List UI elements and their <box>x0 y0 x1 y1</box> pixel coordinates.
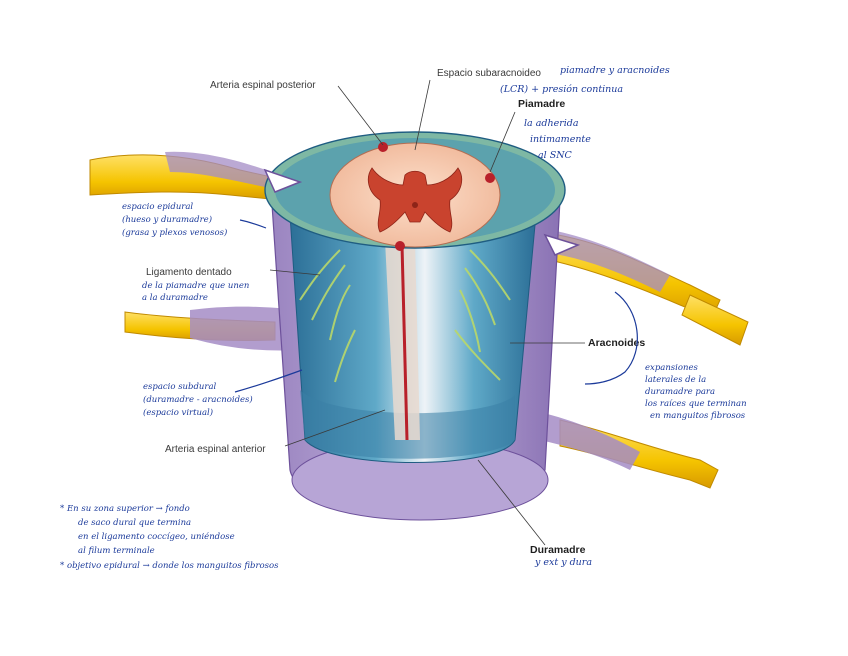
note-ligamento-1: de la piamadre que unen <box>142 281 249 291</box>
note-epidural-2: (hueso y duramadre) <box>122 214 212 225</box>
note-bottom-3: en el ligamento coccígeo, uniéndose <box>78 531 235 542</box>
label-arteria-espinal-posterior: Arteria espinal posterior <box>210 80 316 91</box>
posterior-spinal-artery-left-dot <box>378 142 388 152</box>
note-piamadre-3: al SNC <box>538 150 573 161</box>
note-bottom-5: * objetivo epidural → donde los manguito… <box>60 561 279 571</box>
anterior-spinal-artery-dot <box>395 241 405 251</box>
nerve-root-lower-left <box>124 306 300 351</box>
ink-expansiones-brace <box>584 291 638 385</box>
leader-subaracnoideo <box>414 79 431 151</box>
note-duramadre: y ext y dura <box>534 557 592 568</box>
note-expansiones-2: laterales de la <box>645 375 706 385</box>
note-subarac-2: (LCR) + presión continua <box>500 84 623 95</box>
note-epidural-1: espacio epidural <box>122 202 193 212</box>
note-ligamento-2: a la duramadre <box>142 293 208 303</box>
leader-arteria-anterior <box>284 409 386 447</box>
leader-piamadre <box>489 111 516 173</box>
nerve-rootlets <box>299 249 511 383</box>
label-duramadre: Duramadre <box>530 544 586 556</box>
gray-matter-butterfly <box>367 167 463 233</box>
cross-section-top <box>263 131 581 256</box>
ink-subdural-arrow <box>234 369 303 393</box>
note-expansiones-3: duramadre para <box>645 387 715 397</box>
leader-ligamento <box>269 269 321 276</box>
note-subarac-1: piamadre y aracnoides <box>560 65 670 76</box>
note-piamadre-1: la adherida <box>524 118 579 129</box>
posterior-spinal-artery-right-dot <box>485 173 495 183</box>
note-subdural-1: espacio subdural <box>143 382 217 392</box>
leader-duramadre <box>477 459 546 546</box>
note-expansiones-4: los raíces que terminan <box>645 398 747 409</box>
nerve-root-upper-left <box>89 151 286 201</box>
note-bottom-2: de saco dural que termina <box>78 518 191 528</box>
ink-epidural-arrow <box>239 219 267 229</box>
leader-arteria-posterior <box>337 85 384 146</box>
note-expansiones-1: expansiones <box>645 363 699 373</box>
label-espacio-subaracnoideo: Espacio subaracnoideo <box>437 68 541 79</box>
nerve-root-lower-right <box>530 410 719 489</box>
note-epidural-3: (grasa y plexos venosos) <box>122 227 227 238</box>
note-piamadre-2: intimamente <box>530 134 591 145</box>
note-subdural-3: (espacio virtual) <box>143 407 213 418</box>
label-arteria-espinal-anterior: Arteria espinal anterior <box>165 444 266 455</box>
spinal-cord-column <box>385 240 420 441</box>
note-subdural-2: (duramadre - aracnoides) <box>143 394 253 405</box>
label-piamadre: Piamadre <box>518 98 565 110</box>
note-bottom-4: al filum terminale <box>78 546 155 556</box>
note-expansiones-5: en manguitos fibrosos <box>650 411 746 421</box>
label-aracnoides: Aracnoides <box>588 337 645 349</box>
label-ligamento-dentado: Ligamento dentado <box>146 267 232 278</box>
note-bottom-1: * En su zona superior → fondo <box>60 504 190 514</box>
